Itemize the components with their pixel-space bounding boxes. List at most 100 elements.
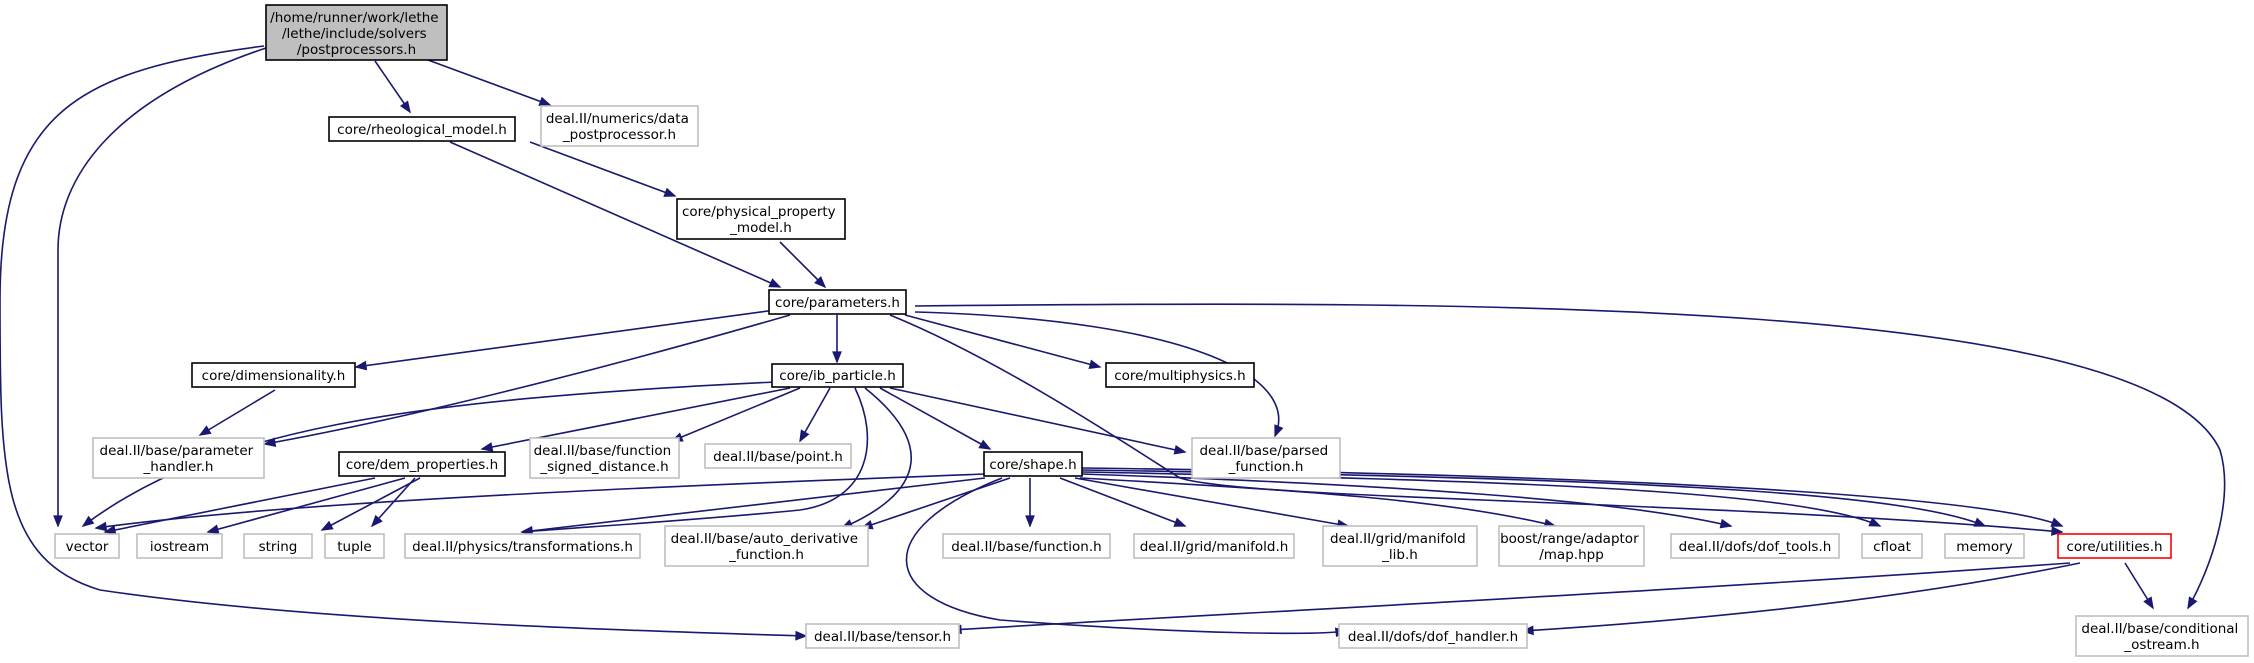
node-label-line: iostream bbox=[150, 539, 209, 555]
node-funcsd[interactable]: deal.II/base/function _signed_distance.h bbox=[529, 437, 680, 479]
node-dataproc[interactable]: deal.II/numerics/data _postprocessor.h bbox=[540, 105, 699, 147]
edge-arrowhead bbox=[53, 515, 63, 528]
node-utilities[interactable]: core/utilities.h bbox=[2057, 533, 2172, 559]
node-iostream[interactable]: iostream bbox=[136, 533, 223, 559]
node-multiph[interactable]: core/multiphysics.h bbox=[1105, 362, 1255, 388]
edge-line bbox=[82, 381, 776, 527]
edge-root-dataproc bbox=[427, 59, 552, 106]
edge-shape-doftools bbox=[1081, 473, 1733, 529]
edge-ibpart-autoderiv bbox=[840, 387, 912, 529]
edge-line bbox=[427, 59, 551, 106]
node-label-line: core/parameters.h bbox=[775, 295, 900, 311]
edge-line bbox=[529, 141, 676, 197]
edge-line bbox=[355, 309, 776, 368]
node-tuple[interactable]: tuple bbox=[324, 533, 385, 559]
edge-line bbox=[904, 314, 1101, 368]
edge-line bbox=[861, 477, 1011, 529]
node-label-line: vector bbox=[66, 539, 109, 555]
node-label-line: core/physical_property bbox=[682, 204, 836, 220]
edge-arrowhead bbox=[320, 520, 334, 531]
edge-params-multiph bbox=[904, 314, 1102, 370]
node-layer: /home/runner/work/lethe /lethe/include/s… bbox=[54, 4, 2249, 657]
edge-ibpart-point bbox=[799, 387, 831, 443]
edge-arrowhead bbox=[370, 514, 383, 528]
edge-params-paramhandler bbox=[263, 314, 791, 447]
edge-arrowhead bbox=[480, 442, 494, 452]
edge-params-parsedfunc bbox=[914, 311, 1284, 438]
edge-line bbox=[57, 47, 267, 526]
edge-demprop-iostream bbox=[206, 477, 406, 534]
node-label-line: boost/range/adaptor bbox=[1500, 531, 1639, 547]
node-physprop[interactable]: core/physical_property _model.h bbox=[676, 198, 846, 240]
node-label-line: deal.II/physics/transformations.h bbox=[412, 539, 633, 555]
node-autoderiv[interactable]: deal.II/base/auto_derivative _function.h bbox=[664, 525, 869, 567]
node-dofhandler[interactable]: deal.II/dofs/dof_handler.h bbox=[1338, 623, 1528, 649]
edge-ibpart-vector bbox=[81, 381, 776, 527]
node-string[interactable]: string bbox=[243, 533, 313, 559]
node-label: core/ib_particle.h bbox=[779, 368, 896, 384]
node-shape[interactable]: core/shape.h bbox=[983, 451, 1083, 477]
edge-layer bbox=[0, 45, 2226, 641]
node-params[interactable]: core/parameters.h bbox=[768, 289, 907, 315]
edge-line bbox=[889, 314, 2063, 533]
node-demprop[interactable]: core/dem_properties.h bbox=[338, 451, 506, 477]
node-label-line: deal.II/grid/manifold.h bbox=[1140, 539, 1289, 555]
node-manifoldlib[interactable]: deal.II/grid/manifold _lib.h bbox=[1322, 525, 1478, 567]
edge-line bbox=[521, 477, 986, 533]
edge-line bbox=[841, 387, 912, 529]
edge-arrowhead bbox=[2187, 596, 2198, 610]
node-label: boost/range/adaptor /map.hpp bbox=[1500, 531, 1643, 563]
node-condostream[interactable]: deal.II/base/conditional _ostream.h bbox=[2075, 615, 2249, 657]
node-label-line: deal.II/numerics/data bbox=[546, 111, 689, 127]
edge-arrowhead bbox=[2051, 526, 2064, 536]
node-doftools[interactable]: deal.II/dofs/dof_tools.h bbox=[1670, 533, 1840, 559]
edge-shape-vector bbox=[94, 473, 986, 532]
node-label-line: _handler.h bbox=[143, 459, 214, 475]
node-label-line: deal.II/base/function.h bbox=[951, 539, 1101, 555]
node-label: core/rheological_model.h bbox=[337, 122, 507, 138]
edge-arrowhead bbox=[832, 351, 842, 364]
node-function[interactable]: deal.II/base/function.h bbox=[942, 533, 1111, 559]
node-label-line: _postprocessor.h bbox=[562, 127, 676, 143]
edge-arrowhead bbox=[1088, 359, 1102, 370]
node-tensor[interactable]: deal.II/base/tensor.h bbox=[805, 623, 960, 649]
node-memory[interactable]: memory bbox=[1944, 533, 2025, 559]
node-rheo[interactable]: core/rheological_model.h bbox=[328, 116, 516, 142]
edge-arrowhead bbox=[1025, 515, 1035, 528]
node-dimen[interactable]: core/dimensionality.h bbox=[191, 362, 356, 388]
node-label-line: _ostream.h bbox=[2123, 637, 2199, 653]
edge-line bbox=[1079, 477, 1556, 527]
node-label: deal.II/base/point.h bbox=[713, 449, 843, 465]
edge-ibpart-shape bbox=[879, 387, 992, 450]
edge-line bbox=[0, 45, 807, 637]
node-label-line: deal.II/base/point.h bbox=[713, 449, 843, 465]
node-paramhandler[interactable]: deal.II/base/parameter _handler.h bbox=[92, 437, 265, 479]
node-cfloat[interactable]: cfloat bbox=[1861, 533, 1923, 559]
edge-line bbox=[1074, 477, 1349, 527]
node-parsedfunc[interactable]: deal.II/base/parsed _function.h bbox=[1191, 437, 1341, 479]
edge-params-utilities bbox=[889, 314, 2064, 536]
node-label-line: tuple bbox=[337, 539, 371, 555]
edge-line bbox=[671, 387, 801, 442]
node-point[interactable]: deal.II/base/point.h bbox=[704, 443, 852, 469]
node-root[interactable]: /home/runner/work/lethe /lethe/include/s… bbox=[265, 4, 448, 61]
node-transf[interactable]: deal.II/physics/transformations.h bbox=[404, 533, 641, 559]
edge-arrowhead bbox=[354, 360, 368, 371]
node-label: deal.II/physics/transformations.h bbox=[412, 539, 633, 555]
edge-arrowhead bbox=[206, 524, 220, 534]
node-vector[interactable]: vector bbox=[54, 533, 120, 559]
edge-line bbox=[104, 477, 376, 533]
node-label-line: core/dimensionality.h bbox=[202, 368, 346, 384]
node-ibpart[interactable]: core/ib_particle.h bbox=[771, 363, 904, 388]
node-label-line: _model.h bbox=[729, 220, 792, 236]
node-boostmap[interactable]: boost/range/adaptor /map.hpp bbox=[1498, 525, 1645, 567]
edge-arrowhead bbox=[978, 439, 992, 450]
edge-line bbox=[449, 141, 781, 288]
edge-arrowhead bbox=[399, 100, 411, 114]
edge-utilities-condostream bbox=[2124, 562, 2154, 610]
node-label-line: deal.II/dofs/dof_handler.h bbox=[1348, 629, 1518, 645]
node-label-line: /home/runner/work/lethe bbox=[270, 10, 438, 26]
node-manifold[interactable]: deal.II/grid/manifold.h bbox=[1133, 533, 1295, 559]
node-label: core/dimensionality.h bbox=[202, 368, 346, 384]
edge-demprop-string bbox=[320, 477, 421, 531]
